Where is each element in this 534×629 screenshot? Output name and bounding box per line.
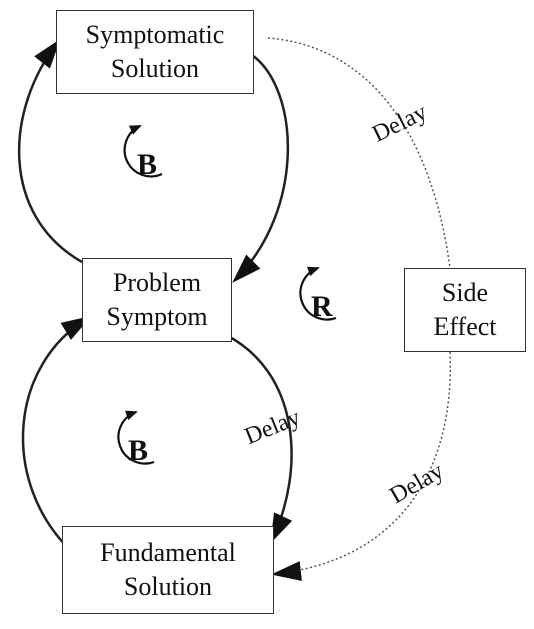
node-symptomatic-line2: Solution	[110, 54, 200, 83]
link-problem-to-fundamental	[227, 334, 293, 544]
link-side-effect-to-fundamental	[271, 351, 452, 582]
loop-arrow-balancing-bottom	[117, 410, 155, 465]
node-side-effect: Side Effect	[404, 268, 526, 352]
link-symptomatic-to-side-effect	[267, 37, 451, 269]
node-problem-line2: Symptom	[106, 302, 208, 331]
node-fundamental-line1: Fundamental	[100, 538, 236, 567]
loop-label-balancing-bottom: B	[128, 434, 149, 467]
loop-label-balancing-top: B	[137, 148, 158, 181]
node-problem-symptom: Problem Symptom	[82, 258, 232, 342]
link-problem-to-symptomatic	[17, 38, 83, 264]
loop-arrow-reinforcing	[299, 266, 337, 321]
node-fundamental-solution: Fundamental Solution	[62, 526, 274, 614]
link-fundamental-to-problem	[21, 315, 92, 551]
link-symptomatic-to-problem	[232, 53, 290, 283]
node-side-effect-line1: Side	[441, 278, 489, 307]
node-problem-line1: Problem	[112, 268, 202, 297]
node-symptomatic-solution: Symptomatic Solution	[56, 10, 254, 94]
node-side-effect-line2: Effect	[433, 312, 497, 341]
loop-arrow-balancing-top	[123, 125, 163, 178]
node-symptomatic-line1: Symptomatic	[85, 20, 225, 49]
node-fundamental-line2: Solution	[123, 572, 213, 601]
loop-label-reinforcing: R	[311, 290, 333, 323]
